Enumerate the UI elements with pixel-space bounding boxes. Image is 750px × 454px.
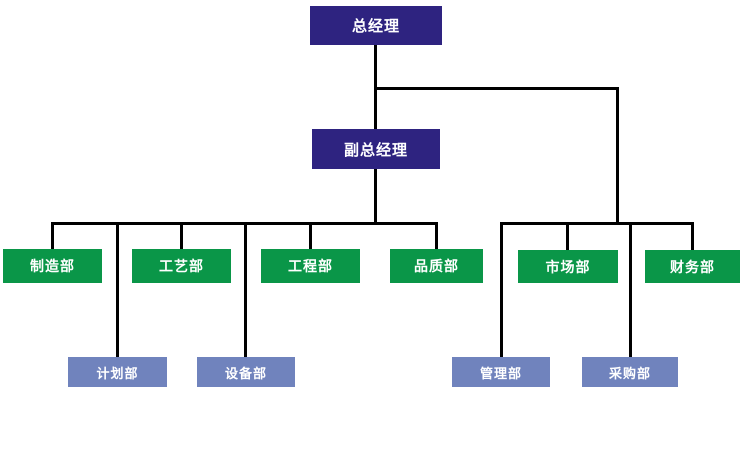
connector-stub-equipment (244, 222, 247, 357)
node-management-dept: 管理部 (452, 357, 550, 387)
node-engineering-dept: 工程部 (261, 249, 360, 283)
connector-stub-purchasing (629, 222, 632, 357)
node-planning-dept: 计划部 (68, 357, 167, 387)
node-deputy-general-manager: 副总经理 (312, 129, 440, 169)
connector-gm-right-branch (374, 87, 619, 90)
connector-stub-manufacturing (51, 222, 54, 249)
connector-stub-management (500, 222, 503, 357)
connector-stub-planning (116, 222, 119, 357)
node-process-dept: 工艺部 (132, 249, 231, 283)
connector-stub-marketing (566, 222, 569, 250)
node-equipment-dept: 设备部 (197, 357, 295, 387)
connector-stub-finance (691, 222, 694, 250)
connector-stub-process (180, 222, 183, 249)
connector-right-branch-down (616, 87, 619, 225)
connector-stub-engineering (309, 222, 312, 249)
connector-dgm-down (374, 169, 377, 222)
node-finance-dept: 财务部 (645, 250, 740, 283)
node-purchasing-dept: 采购部 (582, 357, 678, 387)
node-quality-dept: 品质部 (390, 249, 483, 283)
node-general-manager: 总经理 (310, 6, 442, 45)
connector-right-rail (500, 222, 694, 225)
connector-stub-quality (435, 222, 438, 249)
node-manufacturing-dept: 制造部 (3, 249, 102, 283)
node-marketing-dept: 市场部 (518, 250, 618, 283)
